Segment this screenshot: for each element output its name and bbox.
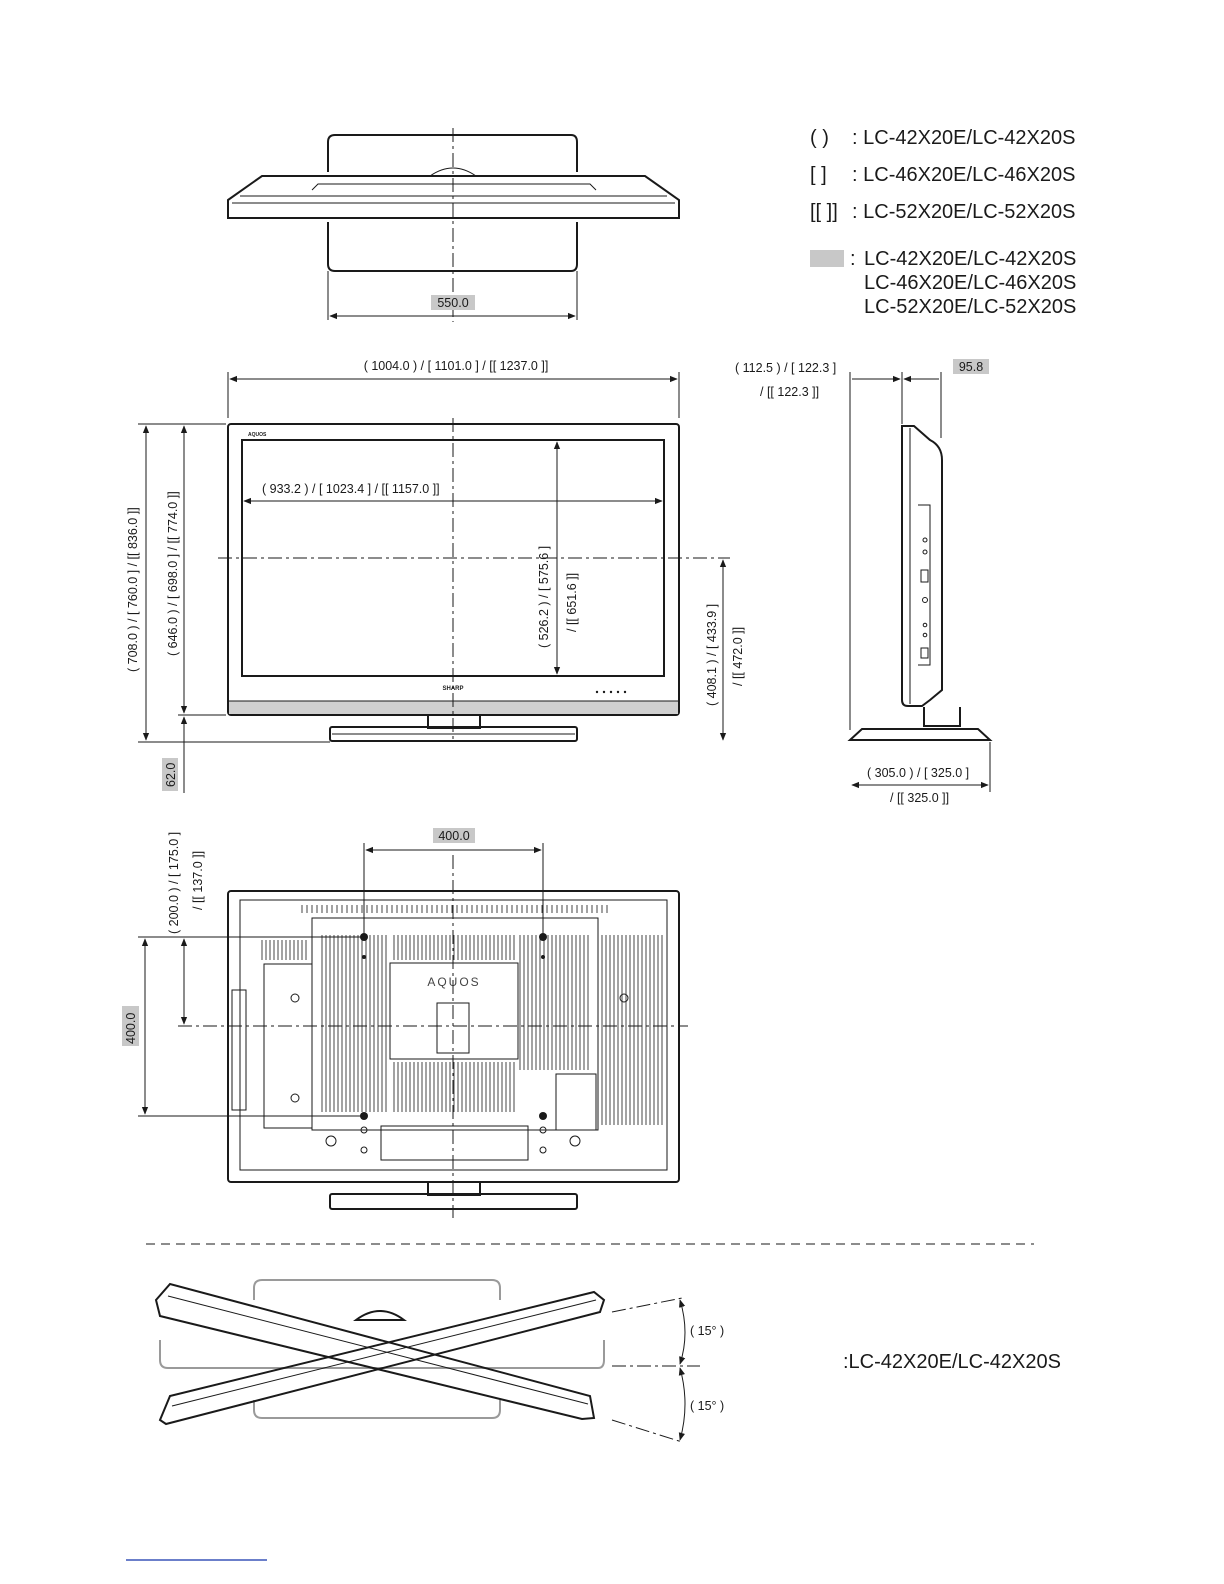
legend-models-42: : LC-42X20E/LC-42X20S	[852, 127, 1075, 149]
side-ports	[920, 537, 929, 659]
legend-symbol-brackets: [ ]	[810, 164, 827, 186]
center-height-label-1: ( 408.1 ) / [ 433.9 ]	[705, 604, 719, 706]
rear-label-plate	[436, 1002, 470, 1054]
stand-height-label: 62.0	[164, 763, 178, 787]
legend-common-colon: :	[850, 248, 856, 270]
panel-depth-label: 95.8	[959, 360, 983, 374]
legend-common-swatch	[810, 250, 844, 267]
screen-height-label-1: ( 526.2 ) / [ 575.6 ]	[537, 546, 551, 648]
side-stand-base	[847, 728, 993, 741]
vesa-width-label: 400.0	[438, 829, 469, 843]
side-stand-neck	[923, 707, 961, 727]
top-view: 550.0	[227, 128, 680, 322]
model-legend: ( ) : LC-42X20E/LC-42X20S [ ] : LC-46X20…	[810, 127, 1076, 318]
overall-width-label: ( 1004.0 ) / [ 1101.0 ] / [[ 1237.0 ]]	[364, 359, 549, 373]
swivel-view: ( 15° ) ( 15° ) :LC-42X20E/LC-42X20S	[154, 1279, 1061, 1443]
stand-width-label: 550.0	[437, 296, 468, 310]
overall-height-label: ( 708.0 ) / [ 760.0 ] / [[ 836.0 ]]	[126, 507, 140, 672]
side-depth-label-1: ( 112.5 ) / [ 122.3 ]	[735, 361, 836, 375]
mount-offset-label-2: / [[ 137.0 ]]	[191, 851, 205, 910]
legend-common-model-3: LC-52X20E/LC-52X20S	[864, 296, 1076, 318]
rear-bottom-terminals	[380, 1125, 529, 1161]
swivel-panel-right-turn	[158, 1290, 606, 1426]
front-panel-indicators	[595, 690, 627, 694]
vesa-mounting-holes	[360, 933, 547, 1154]
legend-models-46: : LC-46X20E/LC-46X20S	[852, 164, 1075, 186]
screen-height-label-2: / [[ 651.6 ]]	[565, 573, 579, 632]
tv-side-body	[901, 425, 943, 707]
legend-symbol-parens: ( )	[810, 127, 829, 149]
swivel-panel-left-turn	[154, 1282, 596, 1421]
top-view-stand-base	[327, 222, 578, 272]
rear-terminal-bay	[263, 963, 313, 1129]
swivel-model-note: :LC-42X20E/LC-42X20S	[843, 1351, 1061, 1373]
side-view: ( 112.5 ) / [ 122.3 ] / [[ 122.3 ]] 95.8…	[735, 359, 993, 805]
legend-common-model-1: LC-42X20E/LC-42X20S	[864, 248, 1076, 270]
legend-symbol-double-brackets: [[ ]]	[810, 201, 838, 223]
swivel-angle-up-label: ( 15° )	[690, 1324, 724, 1338]
screen-width-label: ( 933.2 ) / [ 1023.4 ] / [[ 1157.0 ]]	[262, 482, 440, 496]
swivel-angle-down-arc	[678, 1367, 686, 1441]
center-height-label-2: / [[ 472.0 ]]	[731, 627, 745, 686]
legend-common-model-2: LC-46X20E/LC-46X20S	[864, 272, 1076, 294]
legend-models-52: : LC-52X20E/LC-52X20S	[852, 201, 1075, 223]
mount-offset-label-1: ( 200.0 ) / [ 175.0 ]	[167, 832, 181, 934]
front-aquos-logo: AQUOS	[248, 432, 267, 438]
vesa-height-label: 400.0	[124, 1013, 138, 1044]
rear-recessed-panel	[311, 917, 599, 1131]
stand-depth-label-1: ( 305.0 ) / [ 325.0 ]	[867, 766, 969, 780]
top-view-stand-rear	[327, 134, 578, 172]
front-view: ( 1004.0 ) / [ 1101.0 ] / [[ 1237.0 ]] A…	[126, 359, 745, 793]
swivel-angle-up-arc	[679, 1299, 686, 1365]
swivel-stand-hub	[352, 1310, 408, 1321]
swivel-ghost-stand-top	[253, 1279, 501, 1300]
top-view-panel	[227, 175, 680, 219]
rear-view: 400.0 AQUOS	[122, 828, 688, 1218]
body-height-label: ( 646.0 ) / [ 698.0 ] / [[ 774.0 ]]	[166, 491, 180, 656]
rear-ventilation-grille	[261, 935, 663, 1125]
swivel-ghost-stand-bottom	[253, 1400, 501, 1419]
swivel-angle-down-label: ( 15° )	[690, 1399, 724, 1413]
rear-top-vents	[301, 905, 608, 913]
stand-depth-label-2: / [[ 325.0 ]]	[890, 791, 949, 805]
rear-aquos-logo: AQUOS	[427, 975, 480, 989]
side-depth-label-2: / [[ 122.3 ]]	[760, 385, 819, 399]
